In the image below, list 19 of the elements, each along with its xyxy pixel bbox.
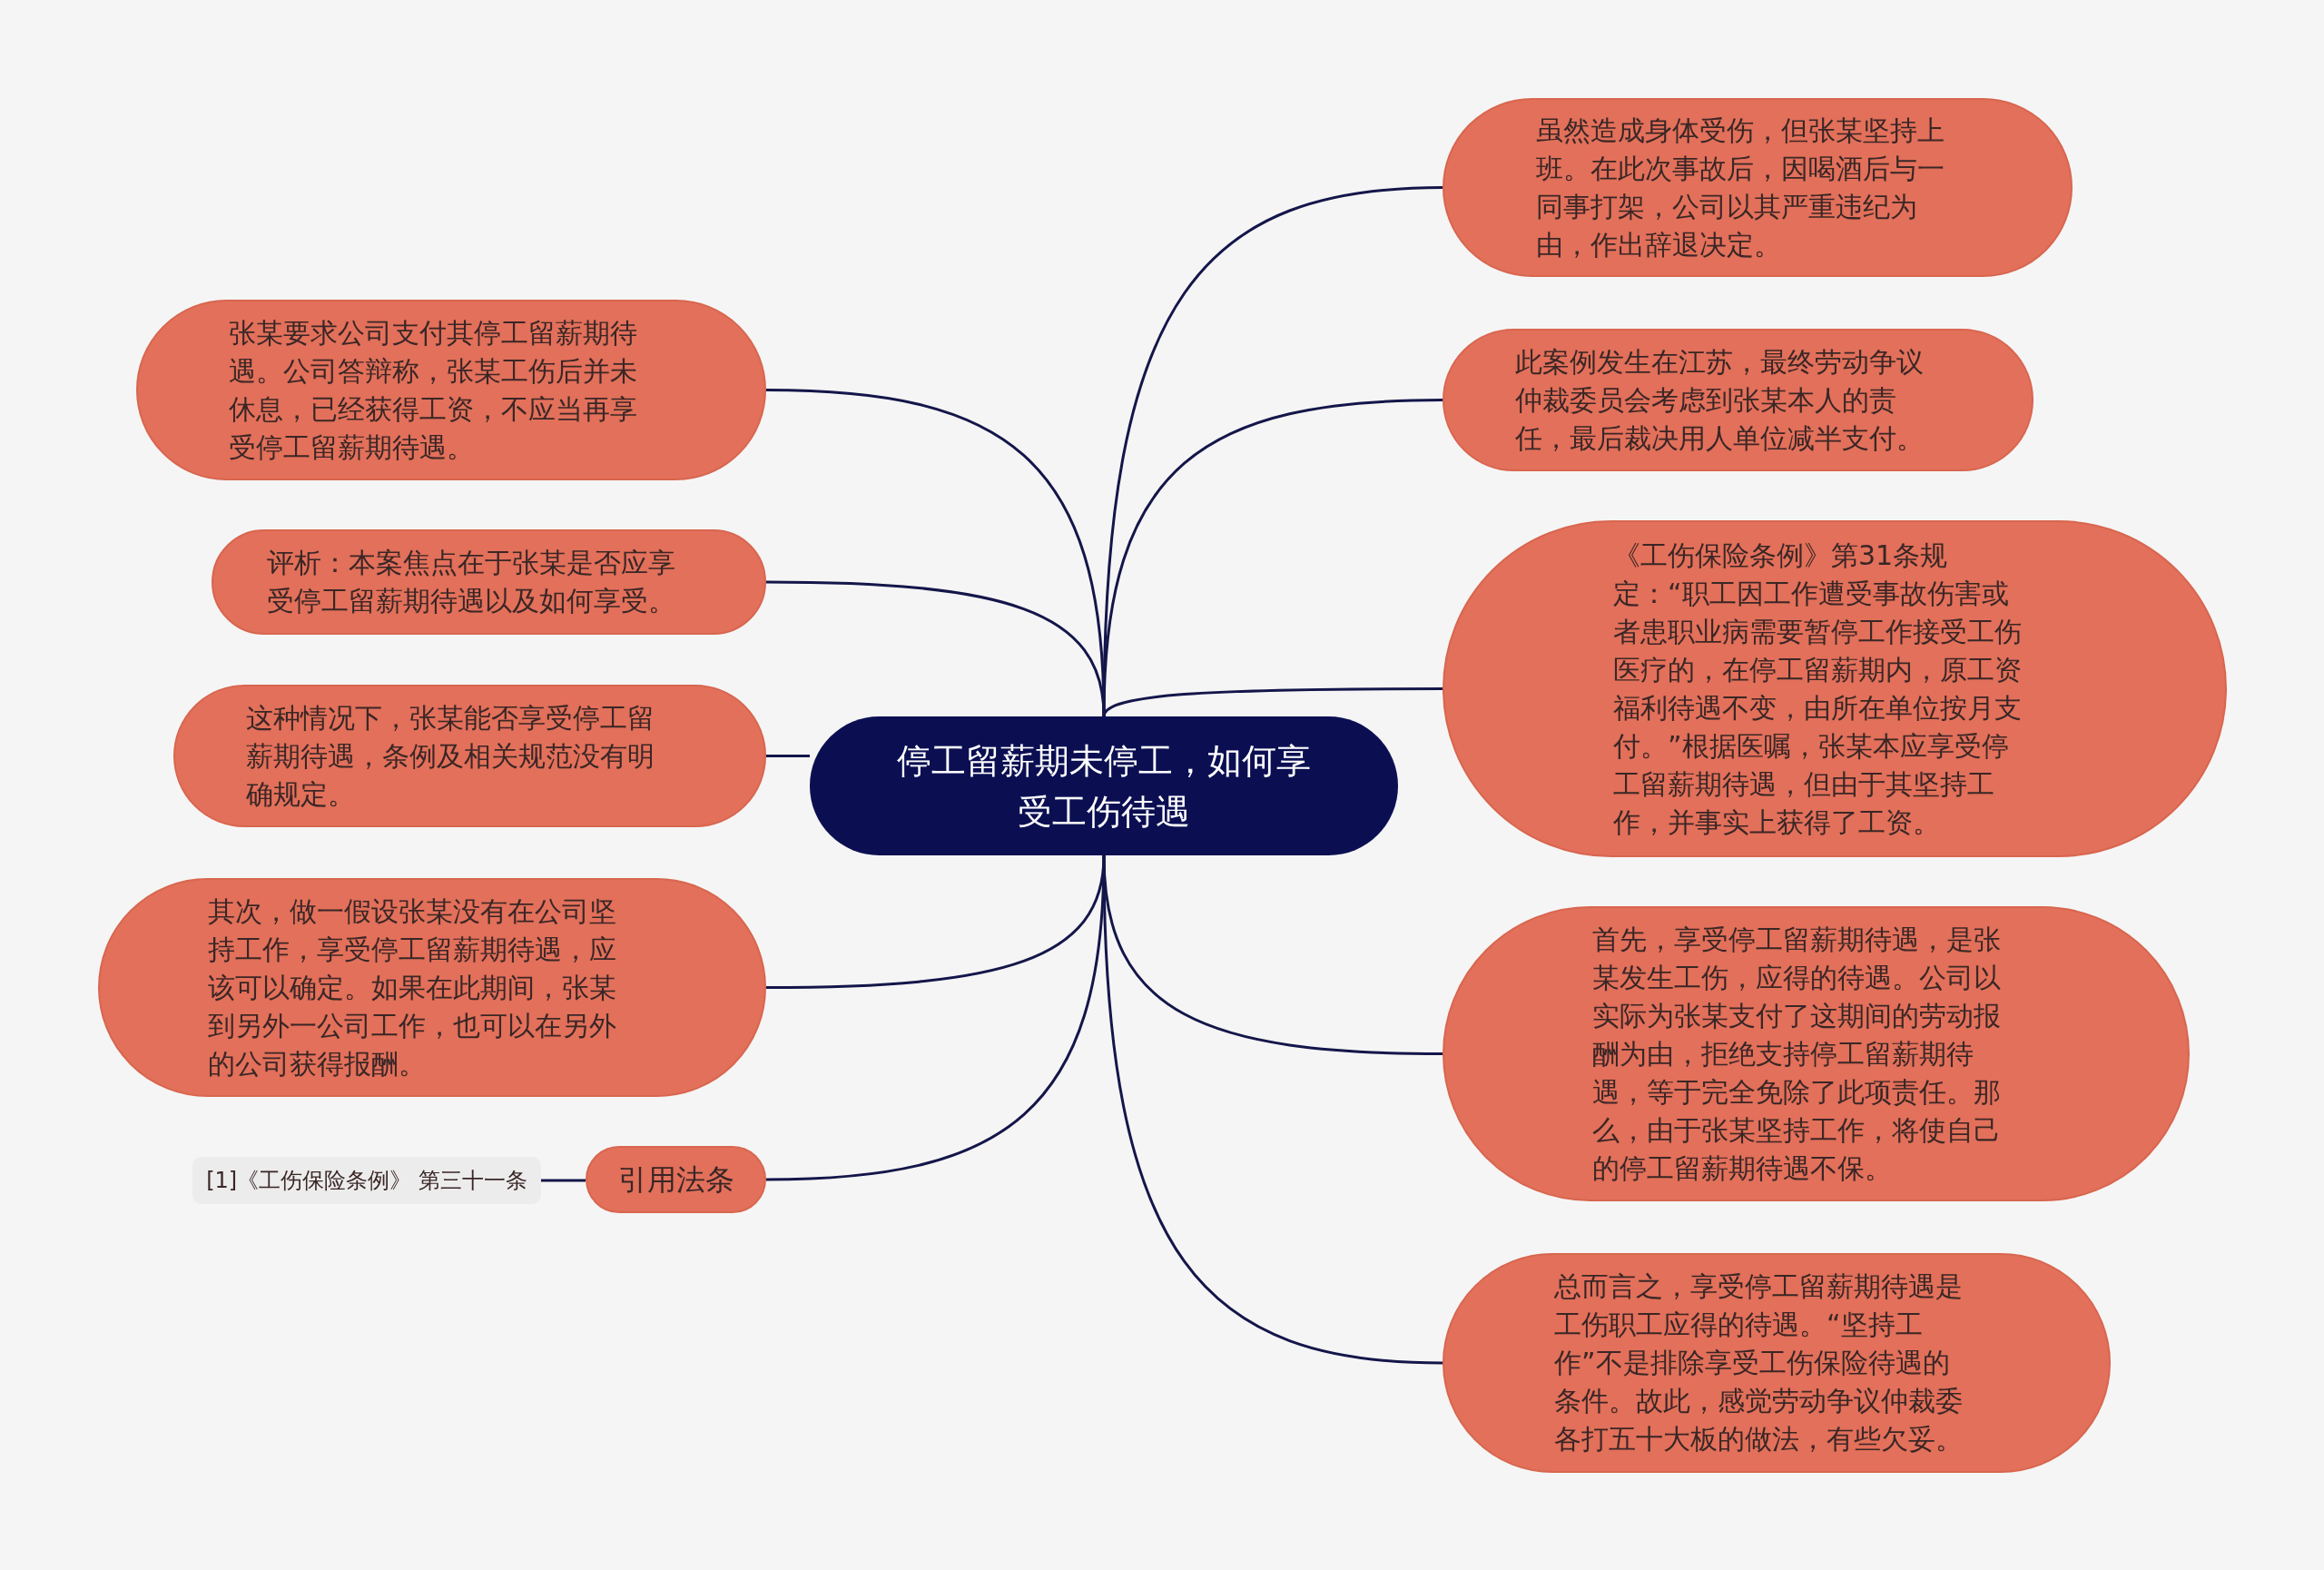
connector-line: [766, 755, 810, 757]
topic-text: 引用法条: [617, 1161, 734, 1199]
topic-text: 《工伤保险条例》第31条规定：“职工因工作遭受事故伤害或者患职业病需要暂停工作接受工伤医疗的，在停工留薪期内，原工资福利待遇不变，由所在单位按月支付。”根据医嘱，张某本应享受停工留薪期待遇，但由于其坚持工作，并事实上获得了工资。: [1613, 538, 2023, 840]
topic-text: 虽然造成身体受伤，但张某坚持上班。在此次事故后，因喝酒后与一同事打架，公司以其严重违纪为由，作出辞退决定。: [1536, 113, 1945, 262]
topic-text: 评析：本案焦点在于张某是否应享受停工留薪期待遇以及如何享受。: [267, 546, 676, 618]
topic-text: 这种情况下，张某能否享受停工留薪期待遇，条例及相关规范没有明确规定。: [246, 700, 655, 812]
topic-text: 首先，享受停工留薪期待遇，是张某发生工伤，应得的待遇。公司以实际为张某支付了这期间的劳动报酬为由，拒绝支持停工留薪期待遇，等于完全免除了此项责任。那么，由于张某坚持工作，将使自己的停工留薪期待遇不保。: [1592, 922, 2002, 1186]
connector-line: [541, 1179, 586, 1182]
topic-text: 停工留薪期未停工，如何享受工伤待遇: [896, 739, 1312, 834]
connector-line: [1102, 687, 1443, 717]
connector-line: [766, 580, 1106, 717]
topic-text: 其次，做一假设张某没有在公司坚持工作，享受停工留薪期待遇，应该可以确定。如果在此期间，张某到另外一公司工作，也可以在另外的公司获得报酬。: [208, 894, 617, 1081]
connector-line: [1102, 854, 1443, 1365]
reference-text: [1]《工伤保险条例》 第三十一条: [206, 1167, 527, 1195]
connector-line: [765, 854, 1106, 1181]
reference-tag: [192, 1157, 541, 1204]
topic-text: 总而言之，享受停工留薪期待遇是工伤职工应得的待遇。“坚持工作”不是排除享受工伤保险待遇的条件。故此，感觉劳动争议仲裁委各打五十大板的做法，有些欠妥。: [1554, 1269, 1964, 1456]
topic-text: 张某要求公司支付其停工留薪期待遇。公司答辩称，张某工伤后并未休息，已经获得工资，不应当再享受停工留薪期待遇。: [229, 315, 638, 465]
topic-text: 此案例发生在江苏，最终劳动争议仲裁委员会考虑到张某本人的责任，最后裁决用人单位减半支付。: [1515, 344, 1925, 456]
